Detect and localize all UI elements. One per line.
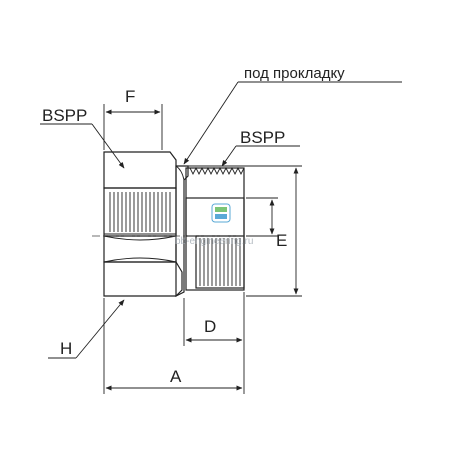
- label-a: A: [170, 367, 182, 386]
- hex-body: [103, 151, 183, 297]
- label-h: H: [60, 339, 72, 358]
- label-bspp-left: BSPP: [42, 106, 87, 125]
- internal-thread: [104, 192, 176, 235]
- label-f: F: [125, 87, 135, 106]
- dimension-d: D: [183, 292, 245, 346]
- label-seal-note: под прокладку: [244, 65, 345, 82]
- dimension-e: E: [188, 165, 302, 297]
- label-d: D: [204, 317, 216, 336]
- leader-h: H: [48, 299, 125, 359]
- dimension-f: F: [103, 87, 163, 150]
- male-spigot: [185, 166, 245, 291]
- label-bspp-right: BSPP: [240, 128, 285, 147]
- label-e: E: [276, 231, 287, 250]
- dimension-a: A: [103, 298, 245, 394]
- watermark-text: bb-engineering.ru: [175, 236, 253, 247]
- leader-bspp-right: BSPP: [221, 128, 300, 167]
- brand-logo: [211, 203, 231, 223]
- leader-bspp-left: BSPP: [40, 106, 125, 169]
- leader-seal-note: под прокладку: [183, 65, 402, 165]
